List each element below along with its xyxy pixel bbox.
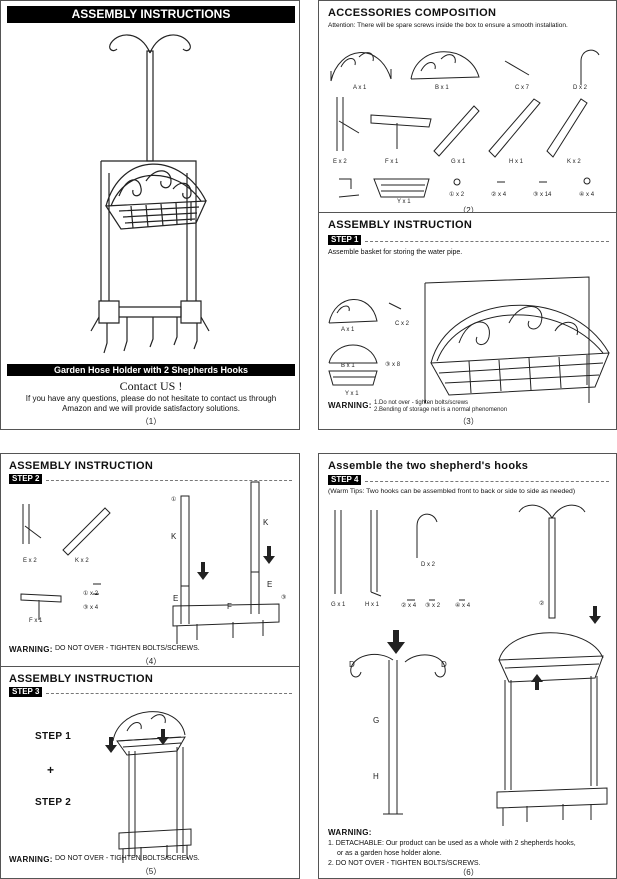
e-label-right: E <box>267 580 273 589</box>
page-number: （6） <box>458 868 479 877</box>
screw-4-label: ④ x 4 <box>579 192 595 198</box>
step4-title: Assemble the two shepherd's hooks <box>328 460 529 472</box>
step4-warning-label: WARNING: <box>328 828 372 837</box>
garden-hose-holder-illustration <box>90 34 210 354</box>
hang-basket-illustration <box>105 711 192 863</box>
part-k-label: K x 2 <box>567 159 581 165</box>
step1-warning-2: 2.Bending of storage net is a normal phe… <box>374 407 508 413</box>
cover-title: ASSEMBLY INSTRUCTIONS <box>7 6 295 23</box>
part-h-label: H x 1 <box>365 602 380 608</box>
screw-3-label: ③ x 4 <box>83 605 99 611</box>
part-h-label: H x 1 <box>509 159 524 165</box>
contact-line-1: If you have any questions, please do not… <box>25 394 277 403</box>
step1-warning-label: WARNING: <box>328 401 372 410</box>
shepherds-hooks-illustration <box>334 504 608 826</box>
accessories-title: ACCESSORIES COMPOSITION <box>328 7 497 19</box>
contact-title: Contact US ! <box>119 379 183 393</box>
step3-plus-sign: + <box>47 763 55 777</box>
step2-warning-text: DO NOT OVER - TIGHTEN BOLTS/SCREWS. <box>55 645 200 652</box>
page-number: （2） <box>458 206 479 215</box>
step4-warning-1b: or as a garden hose holder alone. <box>337 850 442 857</box>
part-k-label: K x 2 <box>75 558 89 564</box>
product-name-banner: Garden Hose Holder with 2 Shepherds Hook… <box>7 364 295 376</box>
part-y-label: Y x 1 <box>345 391 359 397</box>
step1-badge: STEP 1 <box>328 235 362 245</box>
parts-illustration <box>330 49 600 198</box>
page-number: （3） <box>458 417 479 426</box>
panel-step-1: ASSEMBLY INSTRUCTION STEP 1 Assemble bas… <box>318 212 617 430</box>
part-y-label: Y x 1 <box>397 199 411 205</box>
part-a-label: A x 1 <box>353 85 367 91</box>
screw-3-label: ③ x 2 <box>425 603 441 609</box>
step2-badge: STEP 2 <box>9 474 43 484</box>
f-label: F <box>227 602 232 611</box>
hook-d-label-left: D <box>349 660 355 669</box>
step4-tip: (Warm Tips: Two hooks can be assembled f… <box>328 488 576 495</box>
screw-3-callout: ③ <box>281 595 287 601</box>
step1-warning-1: 1.Do not over - tighten bolts/screws <box>374 400 469 406</box>
step3-warning-text: DO NOT OVER - TIGHTEN BOLTS/SCREWS. <box>55 855 200 862</box>
part-c-label: C x 7 <box>515 85 530 91</box>
g-label: G <box>373 716 380 725</box>
part-b-label: B x 1 <box>341 363 355 369</box>
accessories-note: Attention: There will be spare screws in… <box>328 22 568 29</box>
step3-step1-text: STEP 1 <box>35 731 72 742</box>
step1-title: ASSEMBLY INSTRUCTION <box>328 219 473 231</box>
part-d-label: D x 2 <box>573 85 588 91</box>
screw-2-label: ② x 4 <box>401 603 417 609</box>
h-label: H <box>373 772 379 781</box>
screw-3-label: ③ x 14 <box>533 192 552 198</box>
step3-warning-label: WARNING: <box>9 855 53 864</box>
step3-title: ASSEMBLY INSTRUCTION <box>9 673 154 685</box>
step4-rule <box>365 481 609 482</box>
screw-1-callout: ① <box>171 497 177 503</box>
step1-rule <box>365 241 609 242</box>
part-g-label: G x 1 <box>451 159 466 165</box>
step3-badge: STEP 3 <box>9 687 43 697</box>
e-label-left: E <box>173 594 179 603</box>
page-number: （4） <box>140 657 162 666</box>
part-g-label: G x 1 <box>331 602 346 608</box>
panel-cover: ASSEMBLY INSTRUCTIONS <box>0 0 300 430</box>
part-b-label: B x 1 <box>435 85 449 91</box>
panel-accessories: ACCESSORIES COMPOSITION Attention: There… <box>318 0 617 218</box>
part-e-label: E x 2 <box>333 159 347 165</box>
part-f-label: F x 1 <box>385 159 399 165</box>
step4-warning-1: 1. DETACHABLE: Our product can be used a… <box>328 840 576 847</box>
part-a-label: A x 1 <box>341 327 355 333</box>
panel-step-2: ASSEMBLY INSTRUCTION STEP 2 E x 2 K x 2 … <box>0 453 300 667</box>
part-c-label: C x 2 <box>395 321 410 327</box>
step4-warning-2: 2. DO NOT OVER - TIGHTEN BOLTS/SCREWS. <box>328 860 481 867</box>
part-d-label: D x 2 <box>421 562 436 568</box>
step3-step2-text: STEP 2 <box>35 797 72 808</box>
panel-step-3: ASSEMBLY INSTRUCTION STEP 3 STEP 1 + STE… <box>0 666 300 879</box>
page-number: （1） <box>140 417 162 426</box>
step2-rule <box>46 480 292 481</box>
page-number: （5） <box>140 867 162 876</box>
k-label-left: K <box>171 532 177 541</box>
screw-1-label: ① x 2 <box>83 591 99 597</box>
step3-rule <box>46 693 292 694</box>
screw-4-label: ④ x 4 <box>455 603 471 609</box>
screw-2-label: ② x 4 <box>491 192 507 198</box>
step4-badge: STEP 4 <box>328 475 362 485</box>
k-label-right: K <box>263 518 269 527</box>
hook-d-label-right: D <box>441 660 447 669</box>
step1-description: Assemble basket for storing the water pi… <box>328 249 463 256</box>
frame-assembly-illustration <box>20 481 280 644</box>
screw-3-label: ③ x 8 <box>385 362 401 368</box>
contact-line-2: Amazon and we will provide satisfactory … <box>62 404 240 413</box>
panel-step-4: Assemble the two shepherd's hooks STEP 4… <box>318 453 617 879</box>
screw-1-label: ① x 2 <box>449 192 465 198</box>
step2-title: ASSEMBLY INSTRUCTION <box>9 460 154 472</box>
step2-warning-label: WARNING: <box>9 645 53 654</box>
part-f-label: F x 1 <box>29 618 43 624</box>
screw-2-callout: ② <box>539 601 545 607</box>
part-e-label: E x 2 <box>23 558 37 564</box>
basket-assembly-illustration <box>328 276 610 403</box>
